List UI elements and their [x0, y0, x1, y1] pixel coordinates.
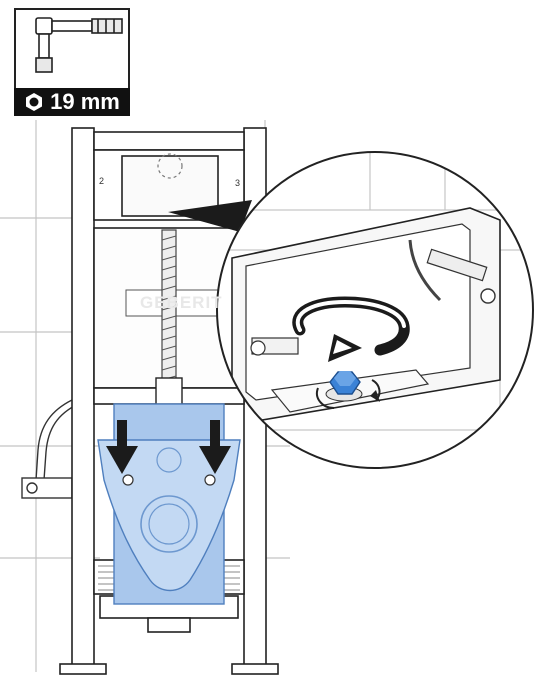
supply-pipe	[21, 399, 79, 499]
tool-size-text: 19 mm	[50, 89, 120, 114]
frame-mark-left: 2	[99, 176, 105, 186]
brand-logo: GEBERIT	[140, 293, 223, 312]
down-arrow-right-icon	[199, 420, 231, 474]
threaded-rod	[155, 229, 183, 405]
cistern-opening	[157, 153, 183, 179]
hex-nut	[329, 371, 361, 395]
tool-size-label: 19 mm	[14, 88, 130, 116]
detail-pointer	[168, 200, 252, 232]
socket-wrench-icon	[35, 17, 123, 73]
wc-mounting-bracket	[97, 403, 241, 605]
rotate-clockwise-icon	[292, 296, 410, 362]
down-arrow-left-icon	[106, 420, 138, 474]
frame-mark-right: 3	[235, 178, 241, 188]
hex-nut-icon	[26, 93, 43, 111]
